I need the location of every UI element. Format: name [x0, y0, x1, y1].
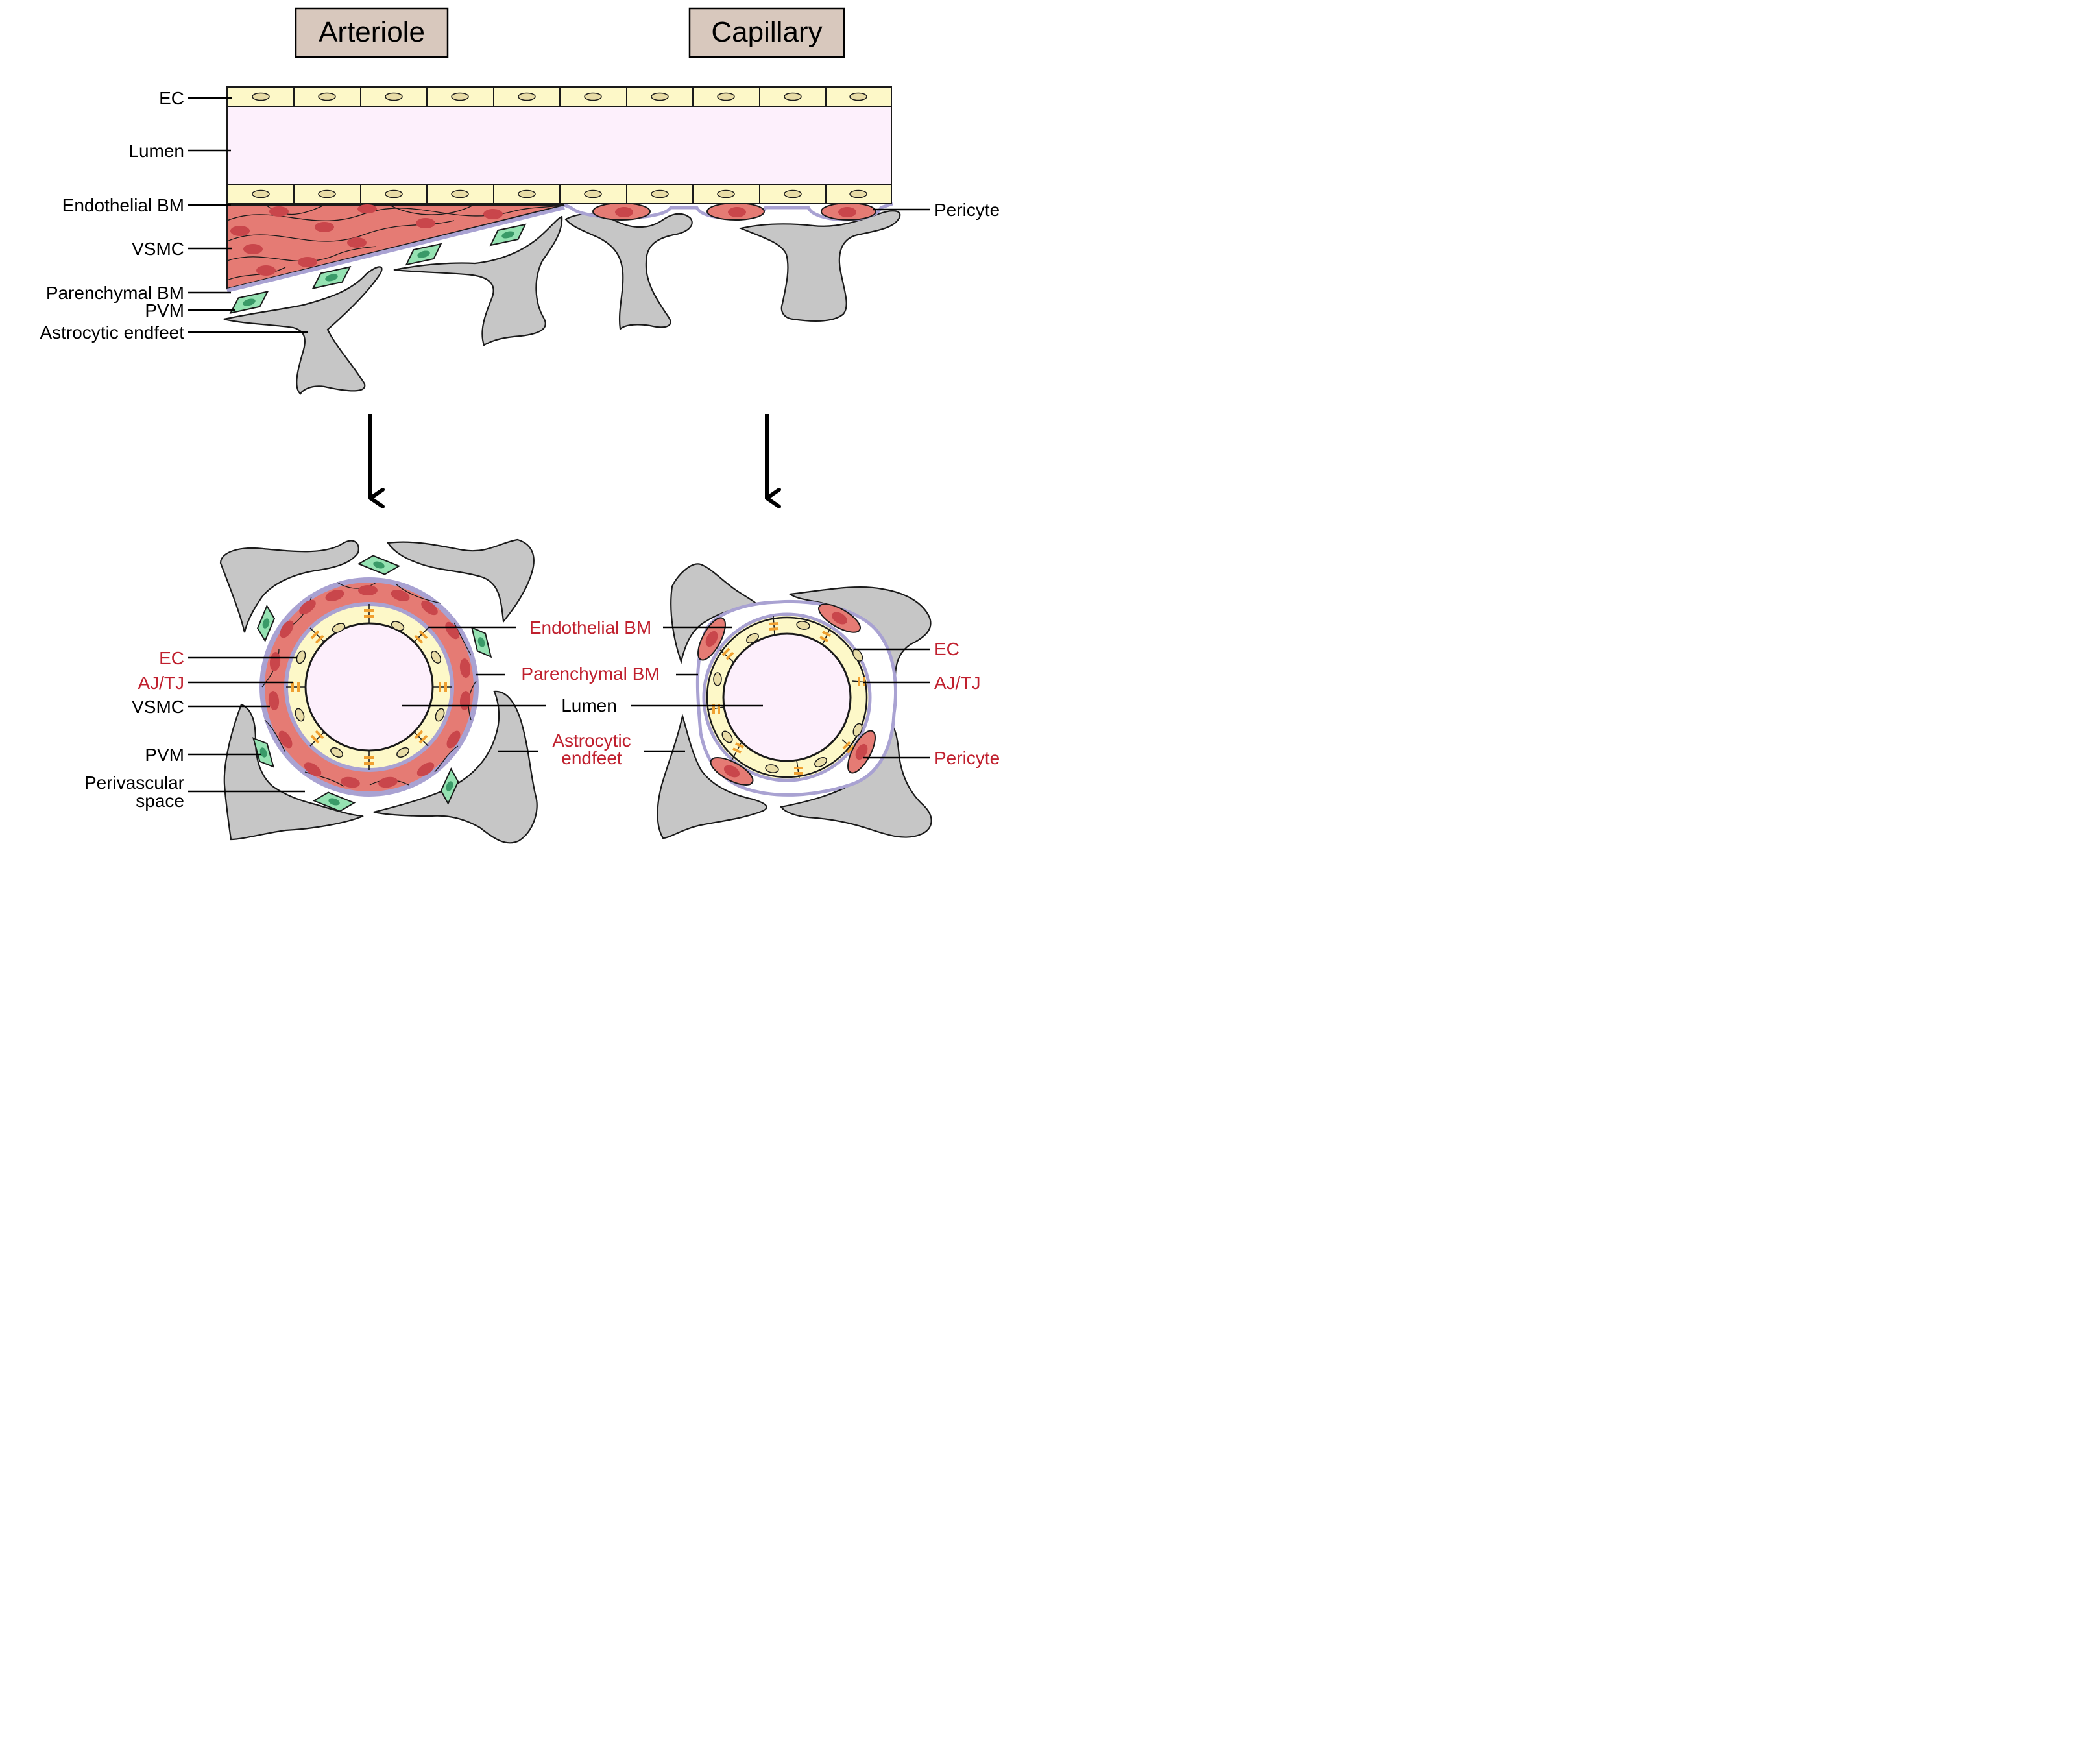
label-pvm-arteriole: PVM [145, 745, 184, 765]
label-perivascular-space-line2: space [136, 791, 184, 811]
label-endothelial-bm-long: Endothelial BM [62, 195, 184, 215]
label-astrocytic-endfeet-cross-line1: Astrocytic [552, 730, 631, 751]
arteriole-pvm-cells [252, 555, 492, 812]
label-vsmc-long: VSMC [132, 239, 184, 259]
arteriole-astrocytic-endfeet [219, 538, 538, 844]
label-vsmc-arteriole: VSMC [132, 697, 184, 717]
capillary-astrocytic-endfeet [657, 563, 932, 839]
longitudinal-labels: EC Lumen Endothelial BM VSMC Parenchymal… [40, 88, 1000, 343]
label-pericyte-capillary: Pericyte [934, 748, 1000, 768]
arteriole-cross-labels: EC AJ/TJ VSMC PVM Perivascular space [84, 648, 305, 811]
capillary-pericytes [697, 603, 876, 786]
pericytes-longitudinal [592, 202, 876, 221]
pvm-cells-longitudinal [229, 223, 527, 314]
label-ec-capillary: EC [934, 639, 959, 659]
label-lumen-cross: Lumen [561, 695, 617, 716]
vsmc-layer-longitudinal [226, 204, 565, 293]
arteriole-vessel-rings [259, 577, 479, 797]
title-capillary: Capillary [688, 7, 845, 58]
label-ec-arteriole: EC [159, 648, 184, 668]
label-parenchymal-bm-long: Parenchymal BM [46, 283, 184, 303]
label-ec-long: EC [159, 88, 184, 108]
label-parenchymal-bm-cross: Parenchymal BM [521, 664, 659, 684]
label-aj-tj-capillary: AJ/TJ [934, 673, 981, 693]
capillary-vessel-rings [695, 599, 897, 797]
center-cross-labels: Endothelial BM Parenchymal BM Lumen Astr… [402, 618, 763, 768]
label-perivascular-space-line1: Perivascular [84, 773, 184, 793]
label-astrocytic-endfeet-long: Astrocytic endfeet [40, 322, 184, 343]
label-lumen-long: Lumen [128, 141, 184, 161]
label-aj-tj-arteriole: AJ/TJ [138, 673, 184, 693]
title-capillary-text: Capillary [711, 16, 822, 48]
title-arteriole-text: Arteriole [319, 16, 425, 48]
capillary-cross-labels: EC AJ/TJ Pericyte [854, 639, 1000, 768]
label-astrocytic-endfeet-cross-line2: endfeet [561, 748, 622, 768]
figure-canvas: Arteriole Capillary [0, 0, 1017, 850]
label-endothelial-bm-cross: Endothelial BM [529, 618, 651, 638]
longitudinal-astrocytic-endfeet [223, 210, 901, 395]
vessel-diagram: Arteriole Capillary [40, 7, 1000, 844]
title-arteriole: Arteriole [295, 7, 449, 58]
label-pvm-long: PVM [145, 300, 184, 320]
label-pericyte-long: Pericyte [934, 200, 1000, 220]
vessel-wall-longitudinal [226, 86, 892, 204]
